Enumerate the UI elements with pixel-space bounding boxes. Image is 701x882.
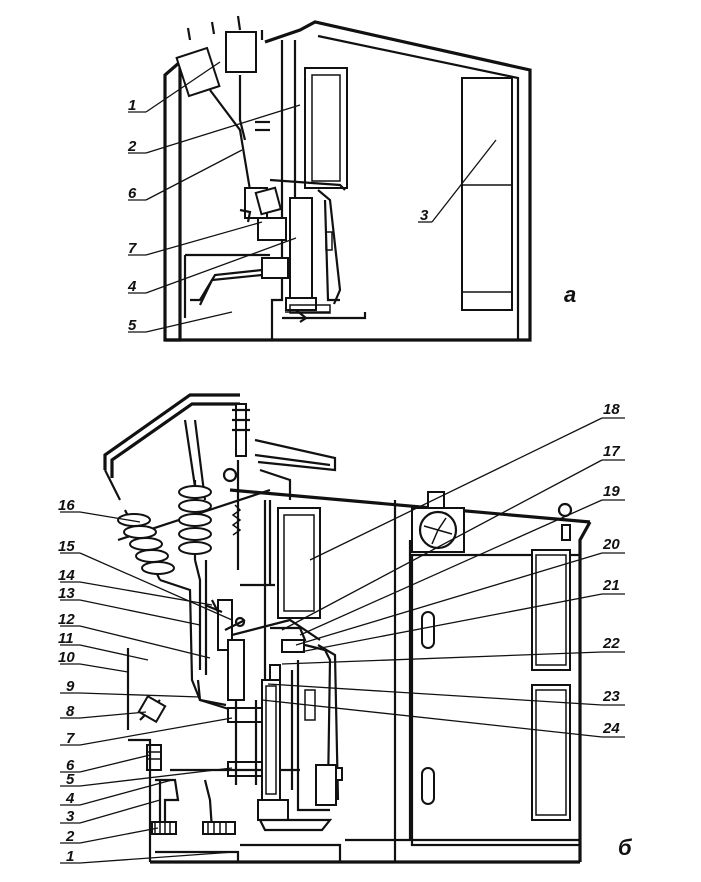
callout-b-15: 15	[58, 538, 75, 555]
callout-b-13: 13	[58, 585, 75, 602]
callout-b-5: 5	[66, 771, 75, 788]
callout-a-6: 6	[128, 185, 137, 202]
callout-b-23: 23	[602, 688, 620, 705]
insulator-right	[178, 480, 212, 560]
callouts-a: 1 2 6 7 4 5 3	[127, 61, 497, 334]
panel-label-a: а	[564, 282, 576, 307]
panel-label-b: б	[618, 835, 633, 860]
callout-b-14: 14	[58, 567, 75, 584]
callout-a-7: 7	[128, 240, 137, 257]
callout-a-4: 4	[127, 278, 137, 295]
callout-b-16: 16	[58, 497, 75, 514]
callout-b-10: 10	[58, 649, 75, 666]
callout-b-19: 19	[603, 483, 620, 500]
callouts-b-right: 18 17 19 20 21 22 23 24	[261, 401, 625, 738]
callout-b-11: 11	[58, 630, 74, 647]
callouts-b-left: 16 15 14 13 12 11 10 9 8 7 6 5 4 3 2 1	[58, 497, 235, 865]
callout-a-3: 3	[420, 207, 429, 224]
callout-b-22: 22	[602, 635, 620, 652]
diagram-a: 1 2 6 7 4 5 3 а	[127, 15, 576, 342]
callout-b-1: 1	[66, 848, 74, 865]
callout-b-24: 24	[602, 720, 620, 737]
callout-b-2: 2	[65, 828, 75, 845]
callout-b-12: 12	[58, 611, 75, 628]
callout-b-9: 9	[66, 678, 75, 695]
callout-b-17: 17	[603, 443, 620, 460]
diagram-b: 16 15 14 13 12 11 10 9 8 7 6 5 4 3 2 1	[58, 393, 633, 865]
callout-b-7: 7	[66, 730, 75, 747]
callout-a-5: 5	[128, 317, 137, 334]
callout-a-1: 1	[128, 97, 136, 114]
callout-b-4: 4	[65, 790, 75, 807]
callout-b-8: 8	[66, 703, 75, 720]
callout-b-21: 21	[602, 577, 620, 594]
callout-b-6: 6	[66, 757, 75, 774]
callout-a-2: 2	[127, 138, 137, 155]
callout-b-20: 20	[602, 536, 620, 553]
callout-b-3: 3	[66, 808, 75, 825]
callout-b-18: 18	[603, 401, 620, 418]
insulator-left	[117, 509, 175, 581]
